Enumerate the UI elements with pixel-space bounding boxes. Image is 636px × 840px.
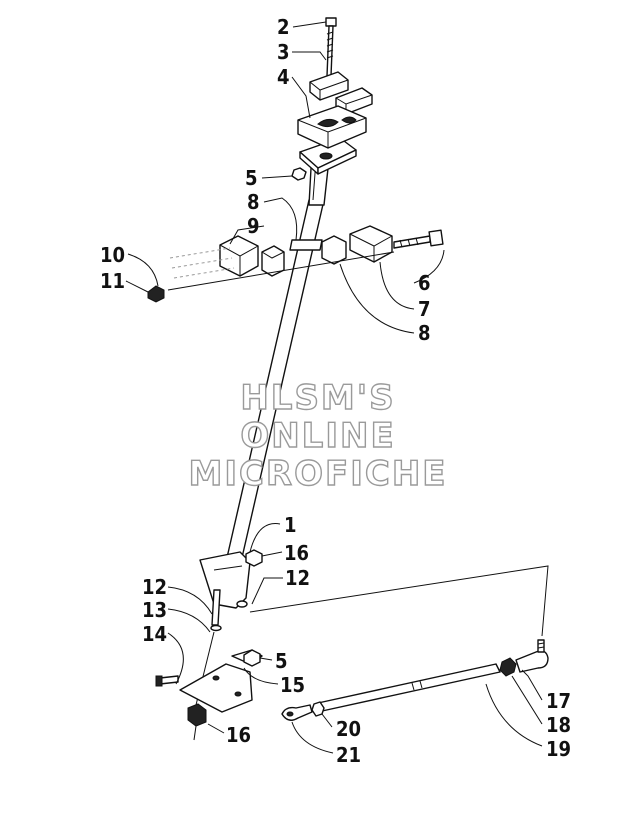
callout-6: 6: [418, 271, 431, 295]
middle-clamp-left: [219, 235, 285, 277]
callout-12-right: 12: [285, 566, 310, 590]
tie-rod-end-right: [515, 639, 549, 673]
callout-10: 10: [100, 243, 125, 267]
callout-9: 9: [247, 214, 260, 238]
middle-clamp-right: [321, 225, 393, 265]
bolt-side: [393, 229, 444, 249]
callout-14: 14: [142, 622, 167, 646]
bolt-14: [155, 675, 179, 687]
callout-8-lower: 8: [418, 321, 431, 345]
callout-5-lower: 5: [275, 649, 288, 673]
upper-clamp-large: [297, 105, 367, 149]
callout-16-upper: 16: [284, 541, 309, 565]
bolt-top: [325, 17, 337, 77]
shaft-collar: [289, 239, 323, 251]
callout-5-upper: 5: [245, 166, 258, 190]
callout-16-lower: 16: [226, 723, 251, 747]
nut-small-top: [291, 167, 307, 181]
leader-lines: [125, 21, 543, 754]
callout-17: 17: [546, 689, 571, 713]
nut-5-lower: [243, 649, 261, 667]
callout-2: 2: [277, 15, 290, 39]
steering-shaft: [222, 149, 331, 576]
callout-1: 1: [284, 513, 297, 537]
watermark: HLSM'S ONLINE MICROFICHE: [188, 377, 447, 494]
nut-left: [147, 285, 165, 303]
callouts: 2 3 4 5 8 9 10 11 6 7 8 1 16 12 12 13 14…: [100, 15, 571, 767]
lower-bracket: [199, 551, 251, 609]
callout-12-left: 12: [142, 575, 167, 599]
tie-rod: [317, 663, 501, 712]
callout-3: 3: [277, 40, 290, 64]
lower-bolt: [195, 589, 222, 706]
reference-line: [249, 565, 549, 637]
nut-16-lower: [187, 703, 207, 741]
callout-11: 11: [100, 269, 125, 293]
callout-18: 18: [546, 713, 571, 737]
callout-21: 21: [336, 743, 361, 767]
callout-20: 20: [336, 717, 361, 741]
callout-8-upper: 8: [247, 190, 260, 214]
callout-15: 15: [280, 673, 305, 697]
tie-rod-end-left: [281, 704, 313, 721]
nut-16-upper: [245, 549, 263, 567]
jam-nut-right: [499, 657, 517, 677]
bolt-dashed: [169, 247, 235, 279]
watermark-line-3: MICROFICHE: [188, 454, 447, 494]
callout-4: 4: [277, 65, 290, 89]
callout-13: 13: [142, 598, 167, 622]
watermark-line-2: ONLINE: [240, 416, 395, 456]
callout-19: 19: [546, 737, 571, 761]
watermark-line-1: HLSM'S: [240, 378, 395, 418]
callout-7: 7: [418, 297, 431, 321]
